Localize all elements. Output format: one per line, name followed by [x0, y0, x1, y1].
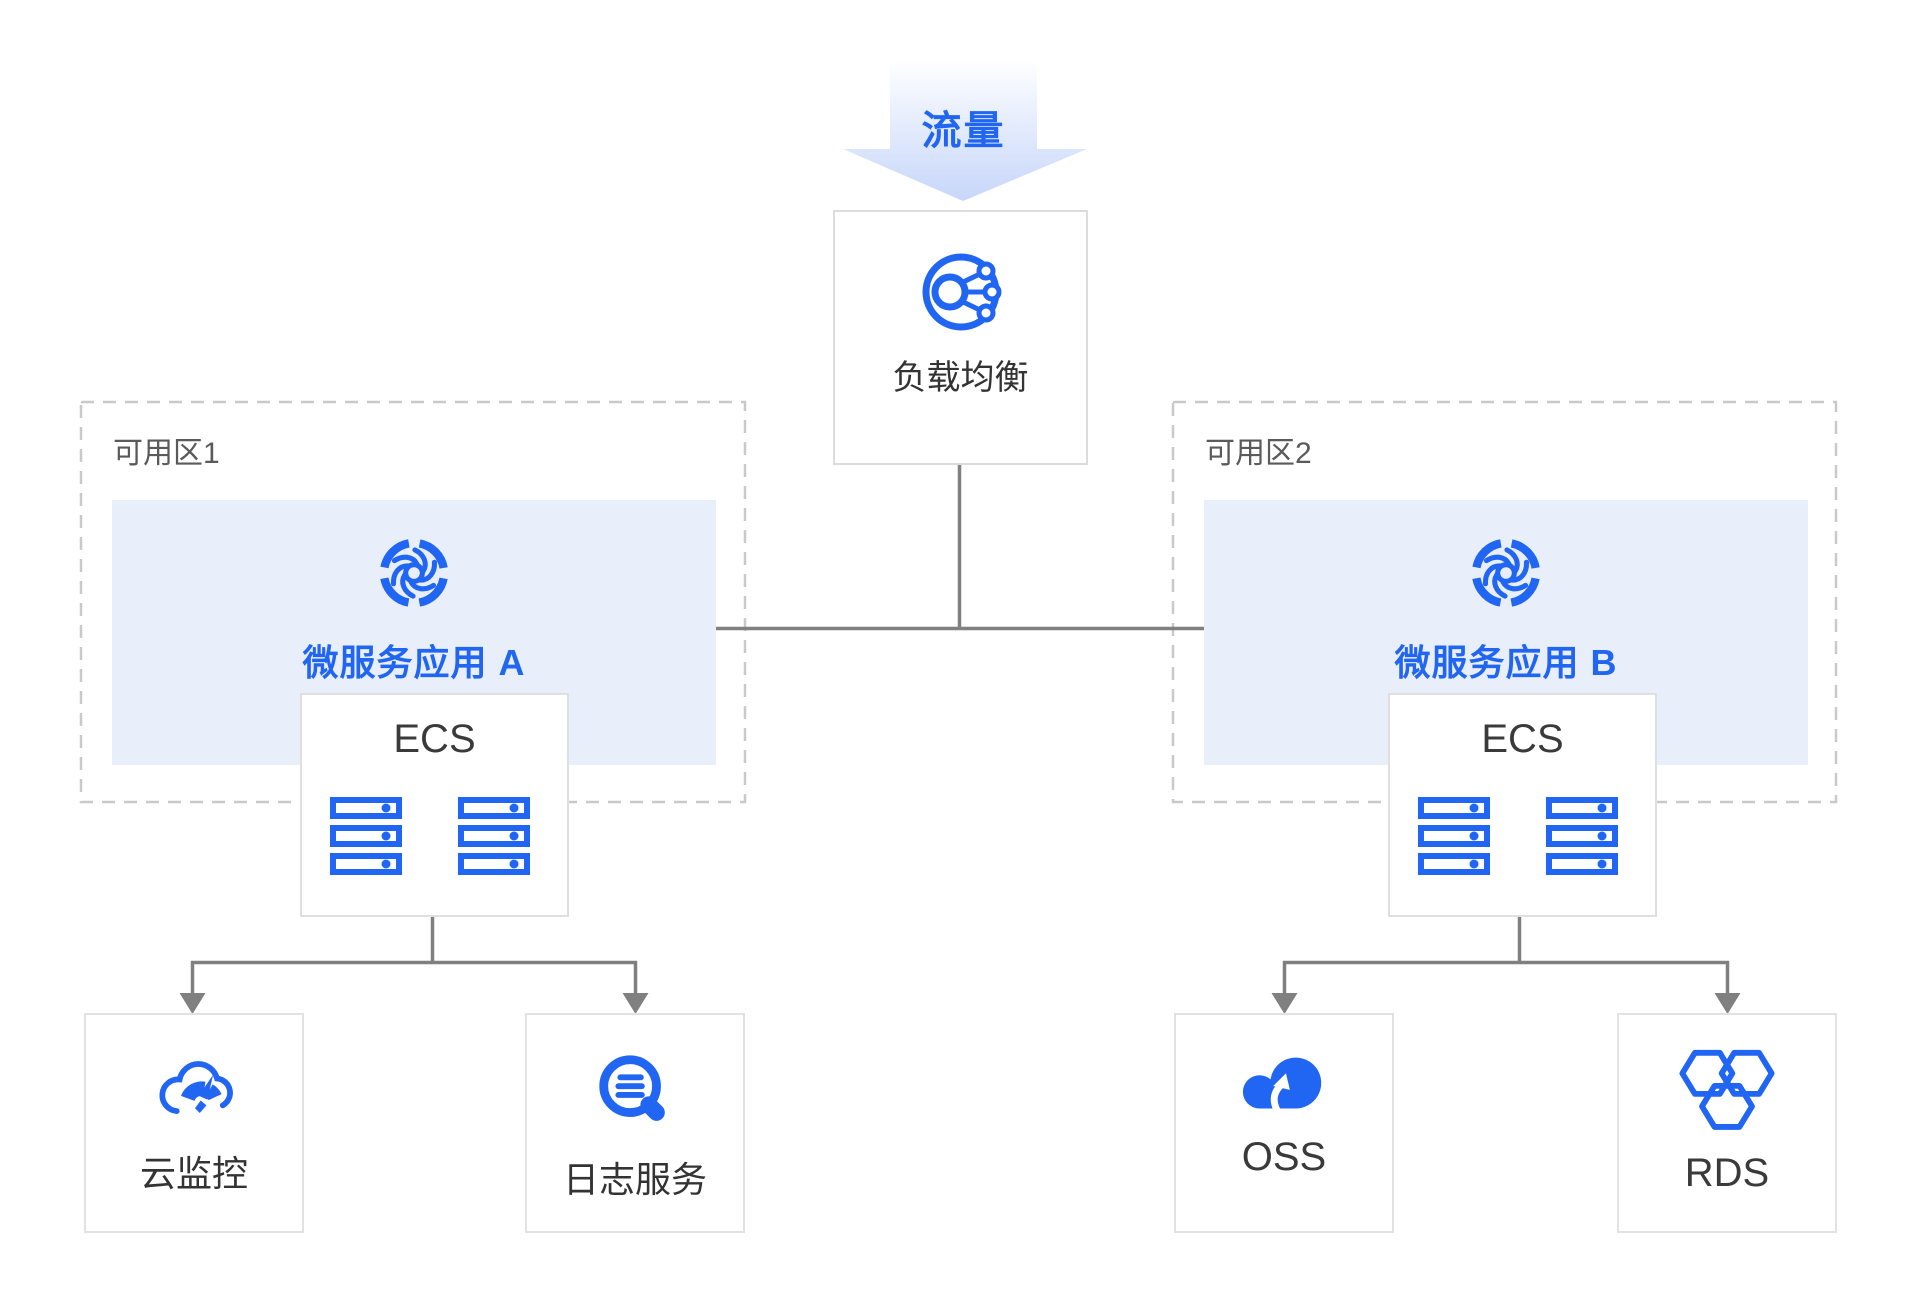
server-stack-icon	[1546, 797, 1618, 875]
traffic-flow-arrow	[843, 62, 1087, 201]
oss-label: OSS	[1241, 1135, 1327, 1179]
log-service-label: 日志服务	[562, 1159, 707, 1200]
cloud-monitor-icon	[159, 1061, 233, 1114]
ecs-b-label: ECS	[1481, 717, 1564, 761]
cloud-monitor-label: 云监控	[139, 1153, 248, 1194]
server-stack-icon	[330, 797, 402, 875]
traffic-label: 流量	[921, 109, 1006, 153]
load-balancer-node: 负载均衡	[833, 210, 1088, 465]
ecs-node-b: ECS	[1388, 693, 1657, 917]
microservice-app-a-label: 微服务应用 A	[302, 642, 526, 683]
load-balancer-icon	[922, 253, 1001, 331]
load-balancer-label: 负载均衡	[892, 359, 1029, 397]
microservice-app-b-label: 微服务应用 B	[1394, 642, 1618, 683]
zone-1-label: 可用区1	[113, 437, 220, 470]
microservice-icon	[379, 538, 449, 608]
ecs-node-a: ECS	[300, 693, 569, 917]
microservice-icon	[1471, 538, 1541, 608]
log-service-icon	[599, 1055, 665, 1121]
cloud-monitor-node: 云监控	[84, 1013, 304, 1233]
oss-node: OSS	[1174, 1013, 1394, 1233]
log-service-node: 日志服务	[525, 1013, 745, 1233]
connector-arrowheads	[179, 993, 1741, 1014]
rds-label: RDS	[1684, 1151, 1770, 1195]
rds-node: RDS	[1617, 1013, 1837, 1233]
zone-2-label: 可用区2	[1205, 437, 1312, 470]
connector-lines	[190, 465, 1730, 996]
server-stack-icon	[458, 797, 530, 875]
server-stack-icon	[1418, 797, 1490, 875]
ecs-a-label: ECS	[393, 717, 476, 761]
oss-cloud-upload-icon	[1242, 1057, 1322, 1112]
rds-hexagons-icon	[1679, 1049, 1775, 1130]
